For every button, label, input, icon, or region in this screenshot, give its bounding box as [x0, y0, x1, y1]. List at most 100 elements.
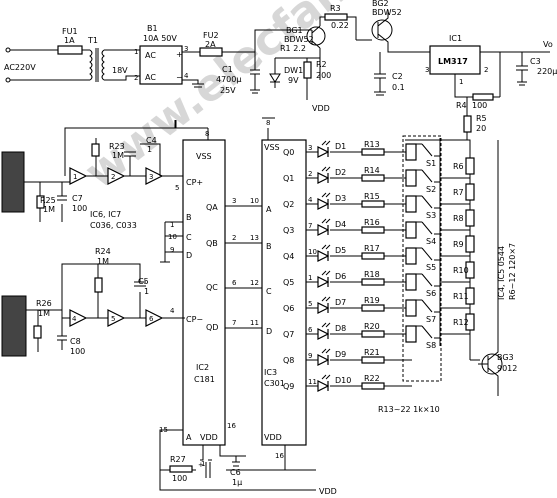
resistor-r24: [94, 277, 103, 293]
relay-coil-1: [405, 143, 417, 161]
led-arrows-6: [321, 270, 331, 276]
ic3-output-q0: Q0: [283, 148, 294, 157]
led-arrows-4: [321, 218, 331, 224]
ic3-output-q3: Q3: [283, 226, 294, 235]
ic3-pin-9: 9: [308, 352, 312, 360]
gate-2-pin: 2: [111, 173, 115, 181]
r1-label: R1 2.2: [280, 44, 306, 53]
ic2-pin10: 10: [168, 233, 177, 241]
led-arrows-10: [321, 374, 331, 380]
led-label-d10: D10: [335, 376, 351, 385]
bg2-leads: [377, 10, 430, 53]
transformer-t1: [89, 48, 105, 82]
bg2-type: BDW52: [372, 8, 402, 17]
bg2-label: BG2: [372, 0, 389, 8]
c7-label: C7: [72, 194, 83, 203]
led-d9: [317, 354, 330, 366]
resistor-label-r20: R20: [364, 322, 380, 331]
resistor-label-r22: R22: [364, 374, 380, 383]
fu2-value: 2A: [205, 40, 216, 49]
c1-voltage: 25V: [220, 86, 236, 95]
ic2-to-ic3-bus: [225, 205, 262, 329]
relay-switch-6: [416, 268, 441, 294]
switch-label-s4: S4: [426, 237, 436, 246]
ladder-resistor-r10: [465, 261, 475, 279]
c7-value: 100: [72, 204, 87, 213]
relay-group-box: [402, 135, 442, 382]
transistor-bg2: [371, 19, 393, 41]
relay-coil-6: [405, 273, 417, 291]
fuse-fu2: [199, 47, 223, 57]
c5-label: C5: [138, 277, 149, 286]
r2-label: R2: [316, 60, 327, 69]
ic2-counter: VSS CP+ B C D QA QB QC QD CP− IC2 C181 A…: [159, 120, 337, 496]
ic6-ic7-label: IC6, IC7: [90, 210, 121, 219]
led-d6: [317, 276, 330, 288]
ic3-output-q9: Q9: [283, 382, 294, 391]
ic3-pin-6: 1: [308, 274, 312, 282]
b1-value: 10A 50V: [143, 34, 177, 43]
bus-pin12: 12: [250, 279, 259, 287]
relay-coil-5: [405, 247, 417, 265]
bus-pin10: 10: [250, 197, 259, 205]
led-label-d1: D1: [335, 142, 346, 151]
r26-value: 1M: [38, 309, 50, 318]
ladder-label-r11: R11: [453, 292, 469, 301]
ic2-pin4: 4: [170, 307, 175, 315]
bus-pin13: 13: [250, 234, 259, 242]
c2-label: C2: [392, 72, 403, 81]
led-label-d5: D5: [335, 246, 346, 255]
bg1-label: BG1: [286, 26, 303, 35]
resistor-r2: [303, 61, 312, 79]
ic3-vdd: VDD: [264, 433, 282, 442]
regulator-output-wires: [454, 51, 550, 118]
resistor-ladder-rail: [440, 139, 480, 361]
relay-switch-3: [416, 190, 441, 216]
led-label-d4: D4: [335, 220, 346, 229]
ic3-vss-wire: [262, 117, 275, 140]
resistor-r3: [324, 13, 348, 21]
resistor-r25: [36, 195, 45, 209]
ic2-vss: VSS: [196, 152, 212, 161]
switch-label-s2: S2: [426, 185, 436, 194]
b1-pin4: 4: [184, 72, 189, 80]
ic1-pin3: 3: [425, 66, 429, 74]
led-label-d3: D3: [335, 194, 346, 203]
resistor-label-r17: R17: [364, 244, 380, 253]
ladder-label-r6: R6: [453, 162, 464, 171]
fu1-label: FU1: [62, 27, 78, 36]
ic1-label: IC1: [449, 34, 462, 43]
resistor-label-r21: R21: [364, 348, 380, 357]
relay-coil-8: [405, 325, 417, 343]
r24-value: 1M: [97, 257, 109, 266]
c3-value: 220μ: [537, 67, 557, 76]
r27-value: 100: [172, 474, 187, 483]
gate-1: [69, 167, 88, 185]
ic3-pin-1: 3: [308, 144, 312, 152]
sensor-top-wires: [24, 181, 70, 222]
gate-1-pin: 1: [73, 173, 77, 181]
bridge-rectifier-b1: [139, 45, 183, 85]
bus-pin6: 6: [232, 279, 237, 287]
positive-rail: [222, 29, 312, 70]
ac-wires: [10, 49, 90, 81]
led-label-d6: D6: [335, 272, 346, 281]
ic2-pin8: 8: [205, 130, 209, 138]
r23-value: 1M: [112, 151, 124, 160]
led-d3: [317, 198, 330, 210]
ic2-vdd: VDD: [200, 433, 218, 442]
ic3-vss: VSS: [264, 143, 280, 152]
r23-label: R23: [109, 142, 125, 151]
ic2-body: [182, 139, 226, 446]
c8-label: C8: [70, 337, 81, 346]
ic2-pin16: 16: [227, 422, 236, 430]
led-label-d7: D7: [335, 298, 346, 307]
ac-terminal-top: [5, 47, 11, 53]
resistor-r14: [361, 174, 385, 182]
resistor-label-r13: R13: [364, 140, 380, 149]
gate-row-2-wires: [61, 263, 185, 319]
ic3-pin8: 8: [266, 119, 270, 127]
c3-label: C3: [530, 57, 541, 66]
c6-value: 1μ: [232, 478, 242, 487]
